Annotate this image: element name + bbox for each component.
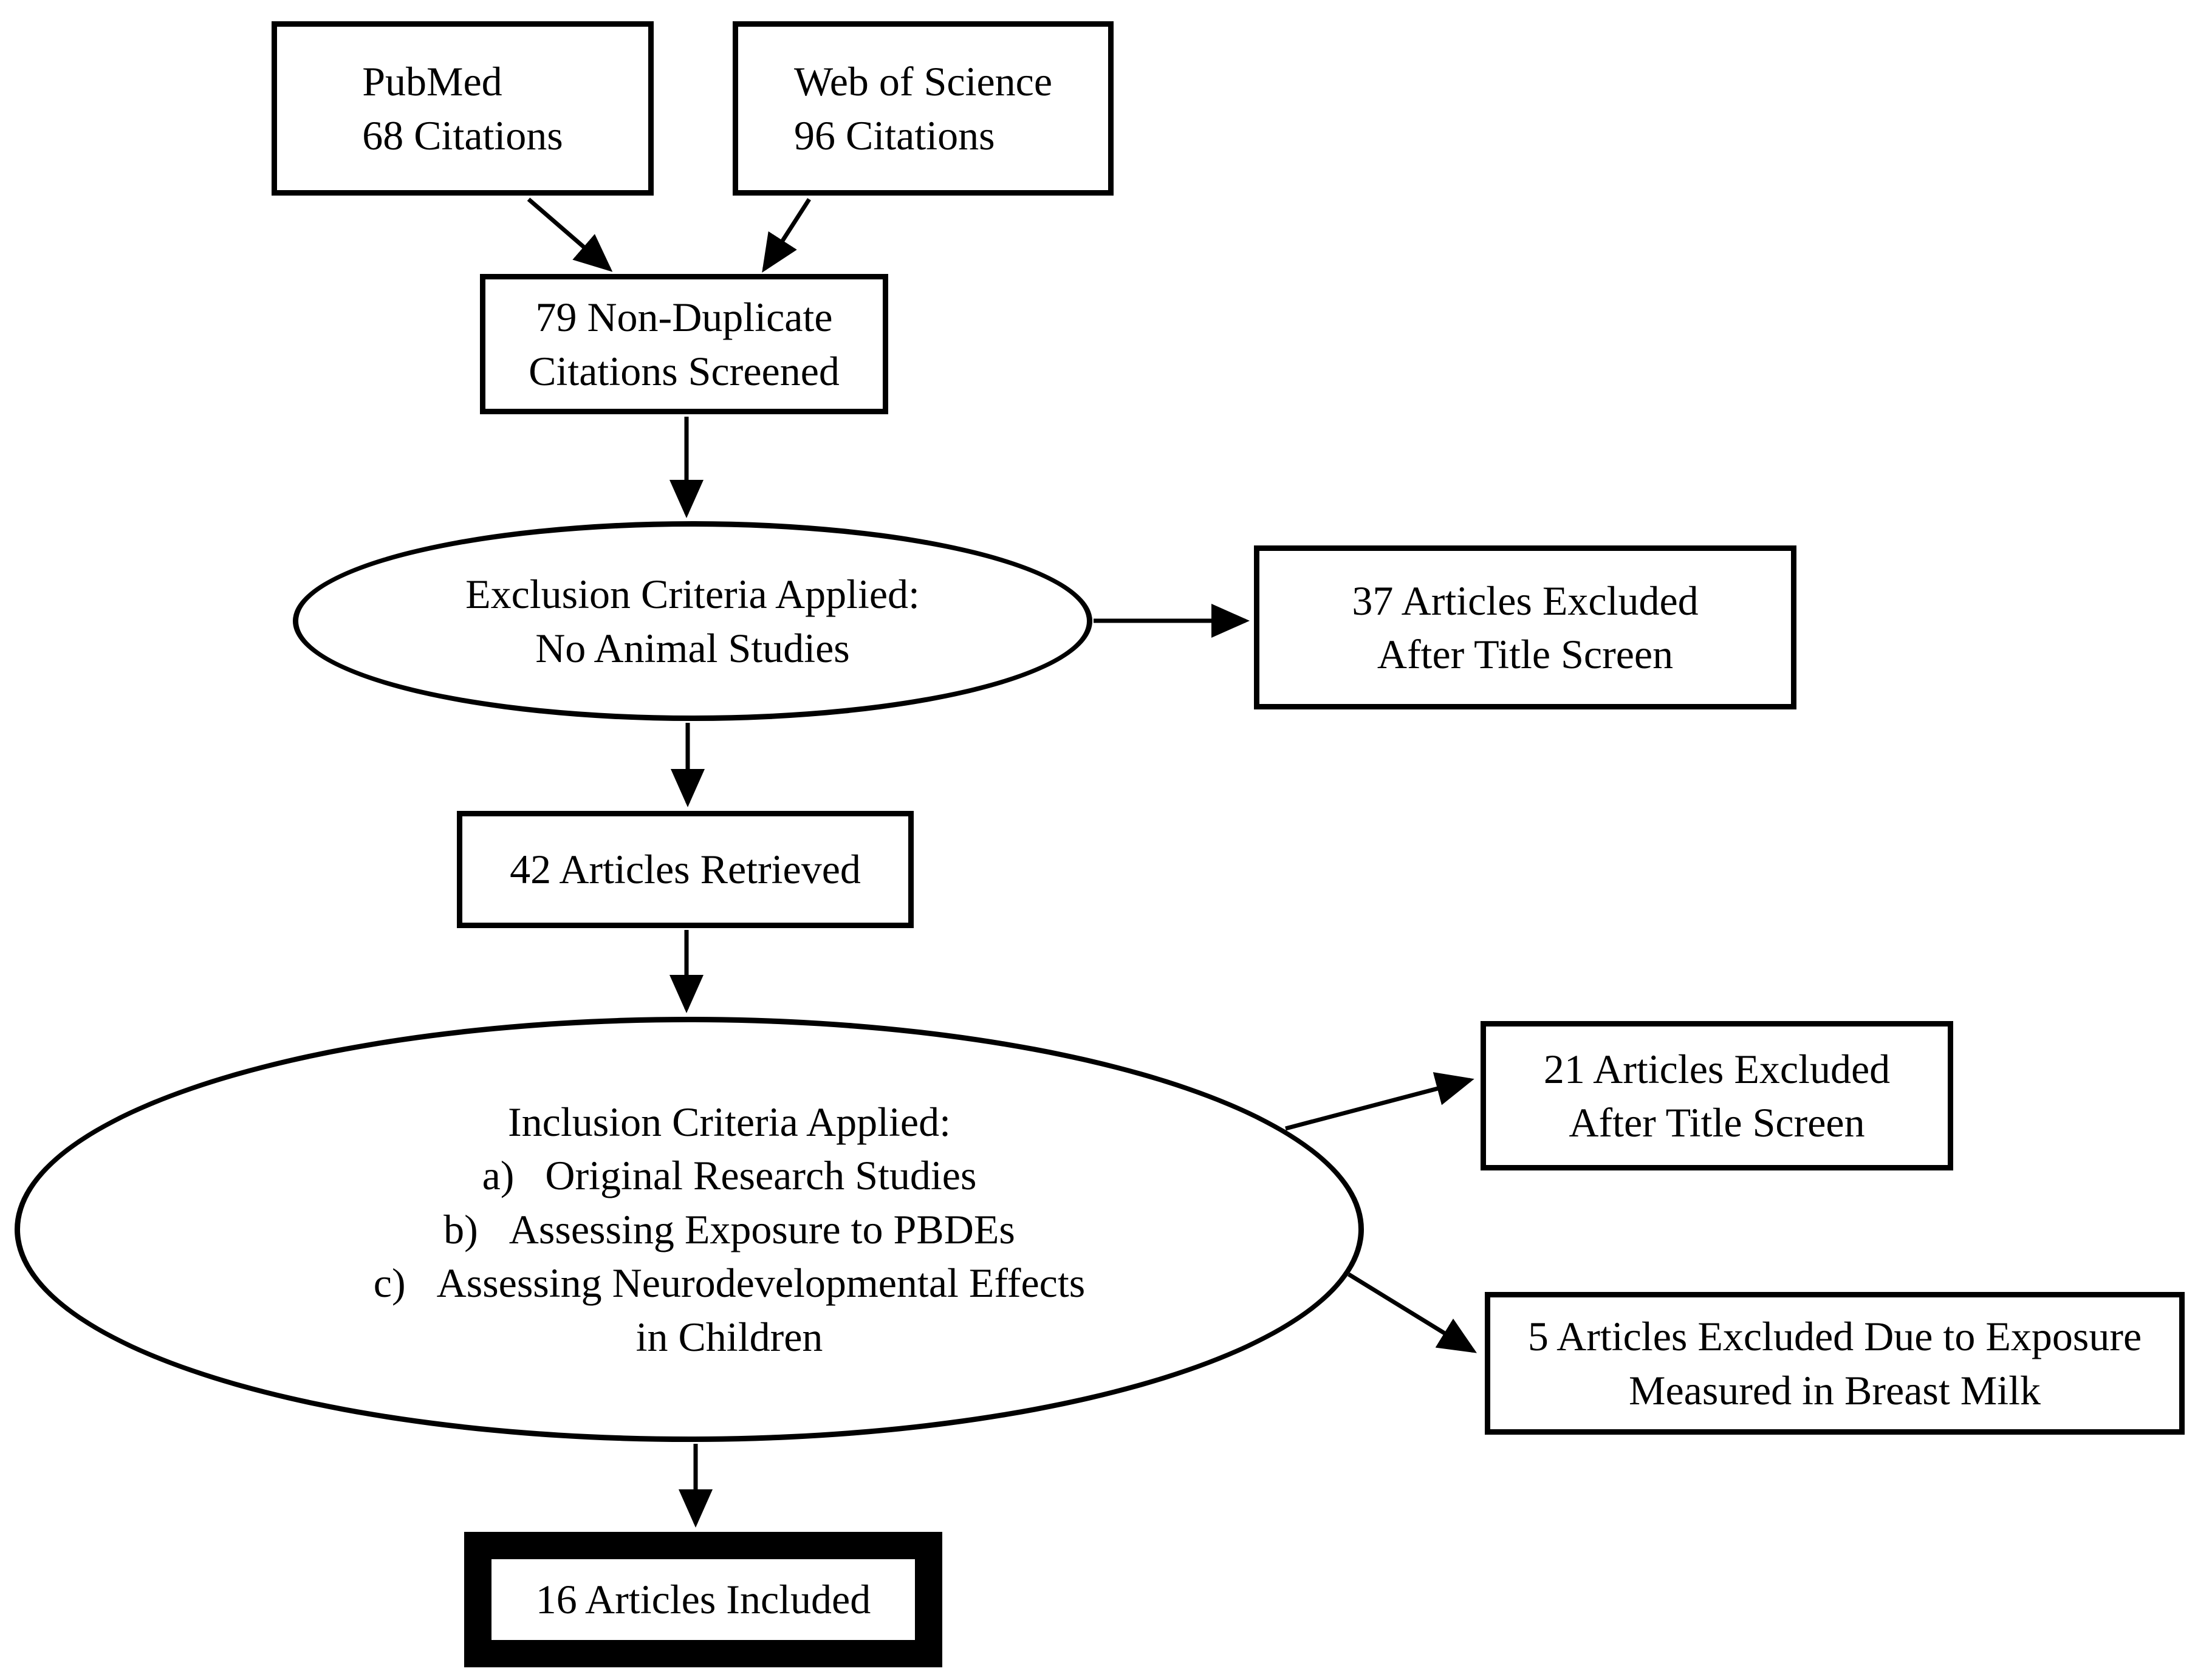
web-of-science-source-box: Web of Science 96 Citations	[733, 21, 1114, 196]
arrow-inclusion-to-excluded21	[1285, 1072, 1474, 1131]
pubmed-source-box: PubMed 68 Citations	[272, 21, 654, 196]
exclusion-criteria-ellipse: Exclusion Criteria Applied: No Animal St…	[293, 521, 1092, 721]
arrow-webofscience-to-screened	[762, 198, 811, 273]
pubmed-source-label: PubMed 68 Citations	[362, 58, 563, 159]
excluded-5-breast-milk-label: 5 Articles Excluded Due to Exposure Meas…	[1527, 1313, 2142, 1413]
articles-included-box: 16 Articles Included	[464, 1532, 942, 1667]
excluded-21-title-screen-box: 21 Articles Excluded After Title Screen	[1481, 1021, 1953, 1170]
articles-retrieved-box: 42 Articles Retrieved	[457, 811, 914, 928]
arrow-inclusion-to-excluded5	[1347, 1273, 1477, 1353]
arrow-pubmed-to-screened	[527, 197, 613, 272]
articles-retrieved-label: 42 Articles Retrieved	[510, 846, 861, 893]
exclusion-criteria-label: Exclusion Criteria Applied: No Animal St…	[465, 571, 920, 671]
web-of-science-source-label: Web of Science 96 Citations	[794, 58, 1052, 159]
excluded-5-breast-milk-box: 5 Articles Excluded Due to Exposure Meas…	[1485, 1292, 2185, 1435]
inclusion-criteria-ellipse: Inclusion Criteria Applied: a) Original …	[15, 1017, 1364, 1442]
articles-included-label: 16 Articles Included	[535, 1576, 871, 1623]
inclusion-criteria-label: Inclusion Criteria Applied: a) Original …	[373, 1099, 1086, 1360]
excluded-37-title-screen-box: 37 Articles Excluded After Title Screen	[1254, 545, 1796, 709]
non-duplicate-citations-box: 79 Non-Duplicate Citations Screened	[480, 274, 888, 414]
excluded-37-title-screen-label: 37 Articles Excluded After Title Screen	[1352, 577, 1699, 677]
excluded-21-title-screen-label: 21 Articles Excluded After Title Screen	[1543, 1045, 1891, 1146]
non-duplicate-citations-label: 79 Non-Duplicate Citations Screened	[529, 294, 840, 394]
